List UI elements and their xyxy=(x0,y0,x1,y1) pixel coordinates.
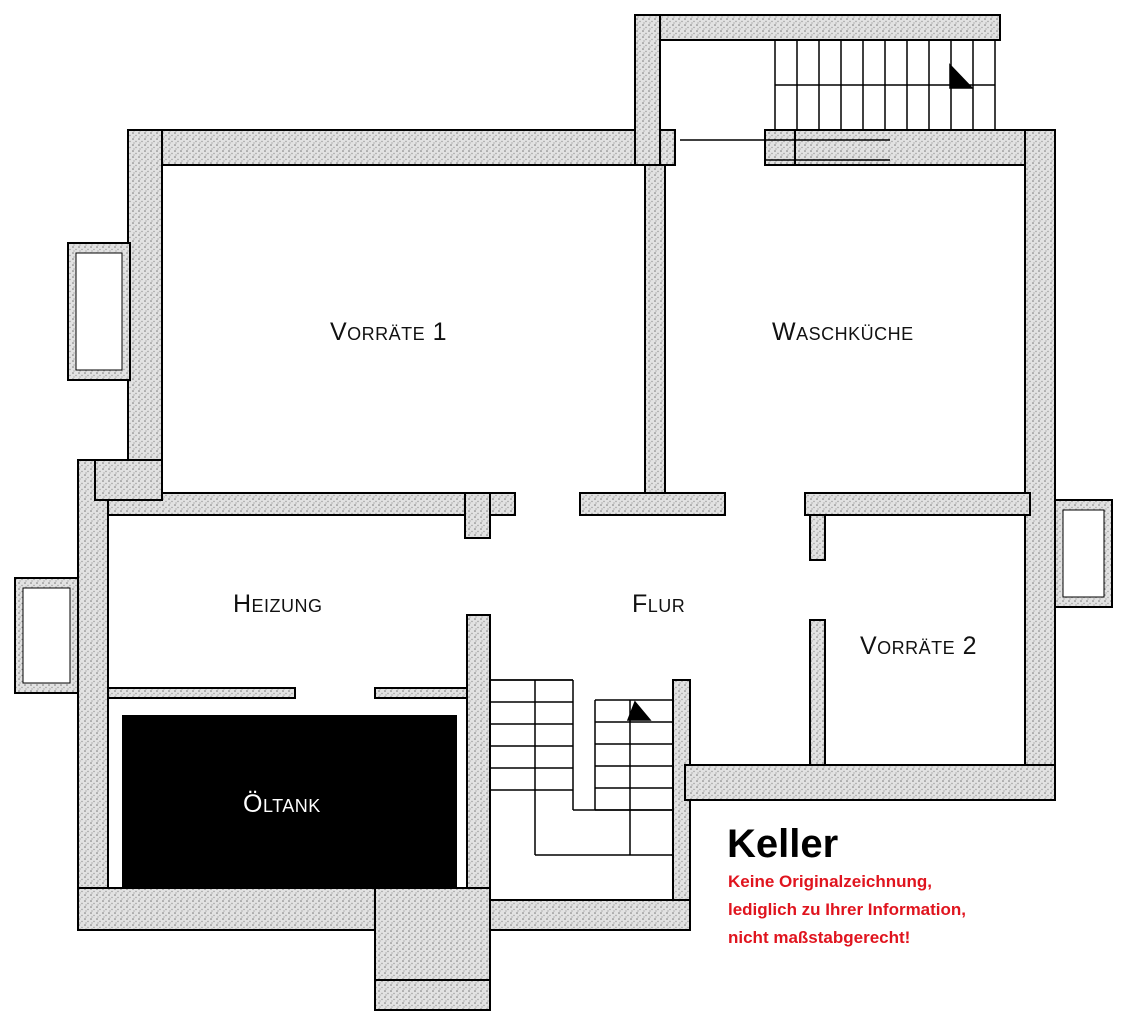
wall xyxy=(127,129,163,501)
room-label-vorraete2: Vorräte 2 xyxy=(860,632,978,660)
wall xyxy=(127,129,661,166)
wall xyxy=(94,459,163,501)
wall xyxy=(804,492,1031,516)
disclaimer-line-2: lediglich zu Ihrer Information, xyxy=(728,900,967,919)
wall xyxy=(659,129,676,166)
room-label-flur: Flur xyxy=(632,590,686,618)
wall xyxy=(644,164,666,496)
wall xyxy=(764,129,1056,166)
wall xyxy=(1024,129,1056,801)
wall xyxy=(464,492,491,539)
wall xyxy=(77,459,109,901)
wall xyxy=(579,492,726,516)
oil-tank xyxy=(122,715,457,888)
stair-direction-arrow xyxy=(626,700,652,721)
room-label-oeltank: Öltank xyxy=(243,790,321,818)
wall xyxy=(764,129,796,166)
wall xyxy=(466,614,491,931)
wall xyxy=(107,687,296,699)
room-label-waschkueche: Waschküche xyxy=(772,318,914,346)
wall xyxy=(809,619,826,766)
walls xyxy=(14,14,1113,1011)
room-label-vorraete1: Vorräte 1 xyxy=(330,318,448,346)
wall xyxy=(374,979,491,1011)
wall xyxy=(634,14,661,166)
wall xyxy=(107,492,516,516)
wall xyxy=(672,679,691,931)
plan-title: Keller xyxy=(727,822,839,866)
stair-direction-arrow xyxy=(949,63,974,89)
disclaimer-line-3: nicht maßstabgerecht! xyxy=(728,928,911,947)
wall xyxy=(489,899,691,931)
wall xyxy=(374,687,471,699)
wall xyxy=(684,764,1056,801)
disclaimer-line-1: Keine Originalzeichnung, xyxy=(728,872,933,891)
room-label-heizung: Heizung xyxy=(233,590,323,618)
wall xyxy=(809,514,826,561)
wall xyxy=(634,14,1001,41)
stairs xyxy=(490,40,996,856)
